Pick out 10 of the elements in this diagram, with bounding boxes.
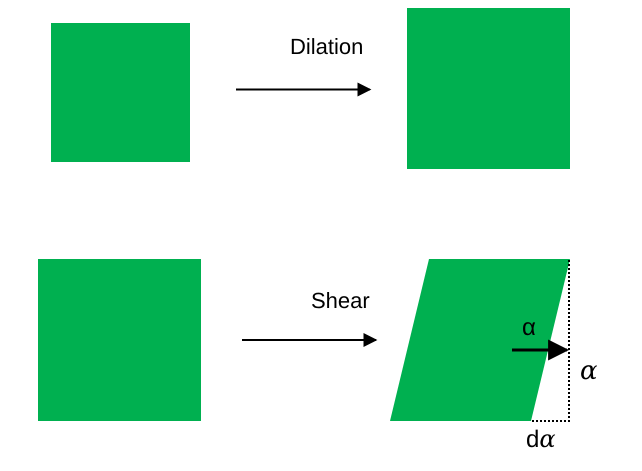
arrow-label: α [522, 316, 536, 340]
edge-label: Shear [311, 290, 370, 312]
dimension-label: α [580, 358, 598, 384]
arrow [242, 333, 378, 347]
square-shape [51, 23, 190, 162]
edge-label: Dilation [290, 36, 364, 58]
dimension-label: dα [526, 427, 556, 452]
square-shape [407, 8, 570, 169]
square-shape [38, 259, 201, 421]
arrow [236, 82, 372, 96]
